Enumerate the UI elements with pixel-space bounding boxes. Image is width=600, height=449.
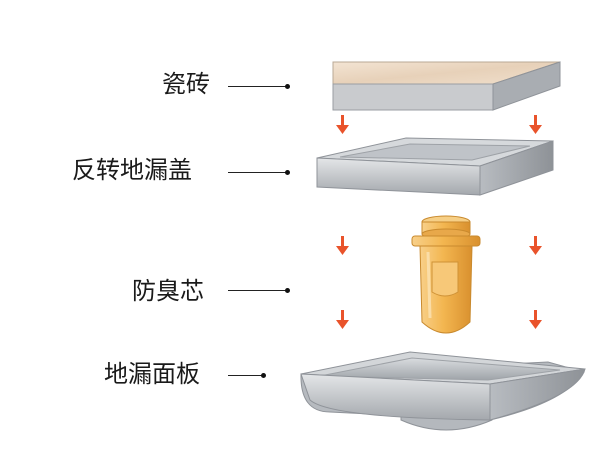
label-tile: 瓷砖: [162, 70, 210, 98]
down-arrow-icon: [336, 310, 349, 329]
core-graphic: [411, 215, 481, 334]
down-arrow-icon: [336, 236, 349, 255]
label-core: 防臭芯: [132, 277, 204, 305]
down-arrow-icon: [336, 115, 349, 134]
leader-line-tile: [228, 86, 286, 87]
down-arrow-icon: [529, 310, 542, 329]
down-arrow-icon: [529, 236, 542, 255]
leader-dot-tile: [285, 84, 290, 89]
leader-line-cover: [228, 172, 286, 173]
label-cover: 反转地漏盖: [72, 156, 192, 184]
panel-graphic: [300, 351, 586, 431]
leader-dot-panel: [261, 373, 266, 378]
leader-dot-cover: [285, 170, 290, 175]
label-panel: 地漏面板: [104, 360, 200, 388]
leader-line-core: [228, 290, 286, 291]
down-arrow-icon: [529, 115, 542, 134]
leader-line-panel: [228, 375, 262, 376]
tile-graphic: [332, 61, 561, 111]
cover-graphic: [316, 137, 554, 196]
leader-dot-core: [285, 288, 290, 293]
